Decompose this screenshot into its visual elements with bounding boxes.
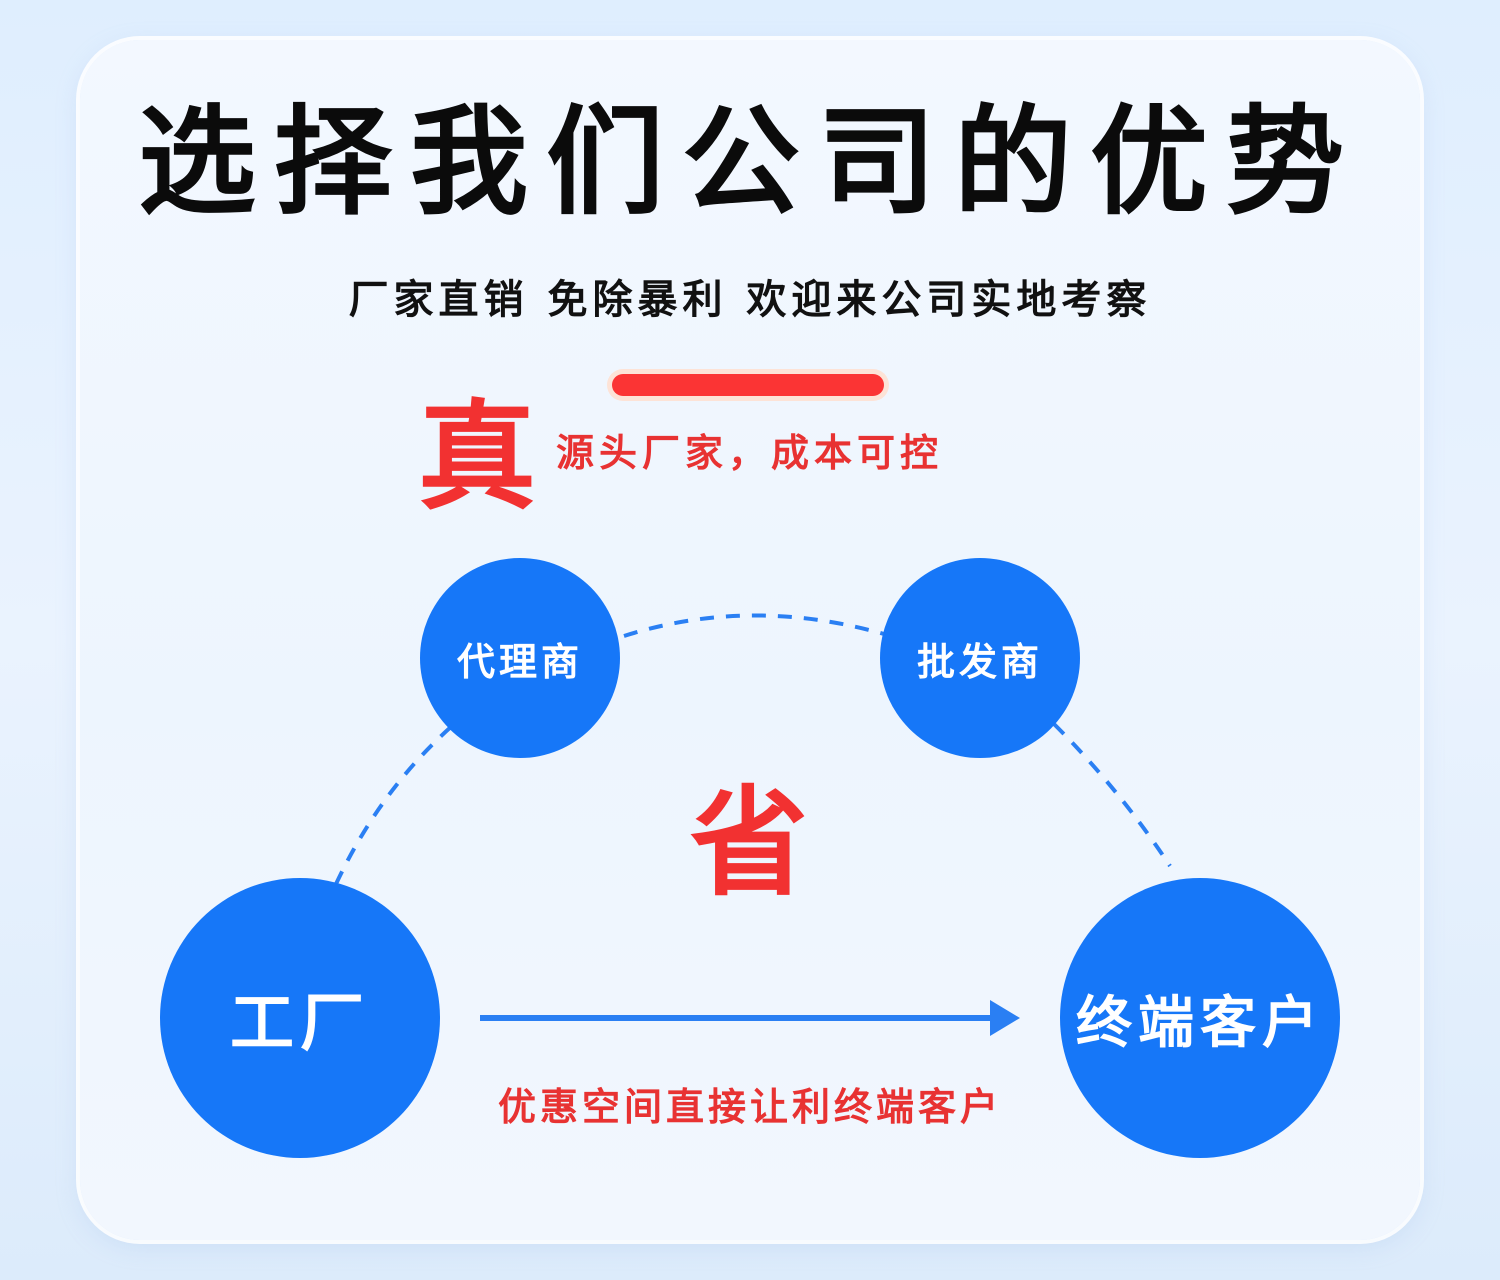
node-agent-label: 代理商 [456,639,583,684]
node-agent: 代理商 [420,558,620,758]
node-factory: 工厂 [160,878,440,1158]
zhen-caption: 源头厂家，成本可控 [556,431,944,475]
node-wholesaler-label: 批发商 [916,639,1043,684]
title-divider [612,374,884,396]
node-end-customer-label: 终端客户 [1076,990,1324,1056]
node-wholesaler: 批发商 [880,558,1080,758]
zhen-character: 真 [418,388,537,526]
page-subtitle: 厂家直销 免除暴利 欢迎来公司实地考察 [348,277,1152,323]
node-factory-label: 工厂 [230,987,370,1061]
direct-flow-arrowhead [990,1000,1020,1036]
sheng-character: 省 [690,774,809,912]
page-title: 选择我们公司的优势 [137,93,1362,231]
dashed-arc-wholesaler-customer [1052,722,1172,868]
flow-caption: 优惠空间直接让利终端客户 [497,1085,1002,1129]
node-end-customer: 终端客户 [1060,878,1340,1158]
dashed-arc-factory-agent [334,724,454,885]
dashed-arc-agent-wholesaler [623,613,885,638]
